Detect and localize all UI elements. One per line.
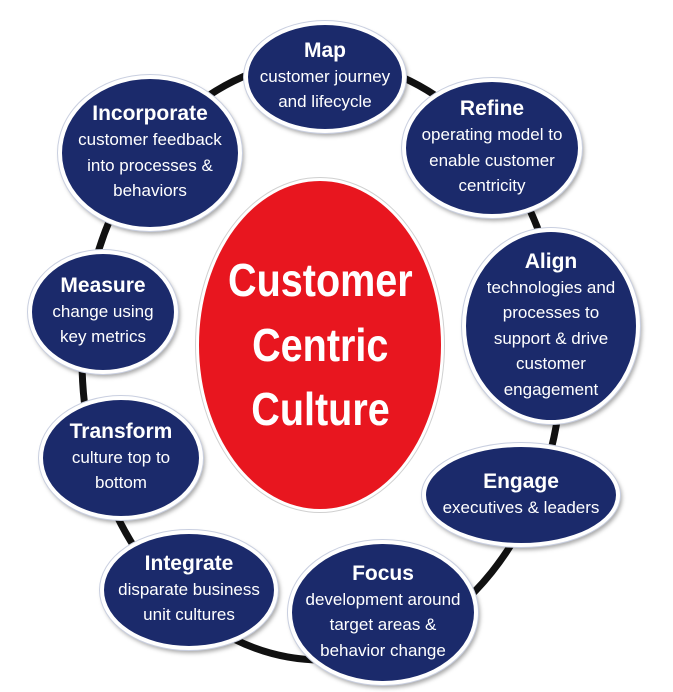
node-map-title: Map [304, 39, 346, 63]
node-transform-description: culture top to bottom [71, 447, 171, 493]
node-measure: Measure change using key metrics [28, 250, 178, 374]
node-map: Map customer journey and lifecycle [244, 21, 406, 133]
node-map-description: customer journey and lifecycle [259, 66, 391, 112]
node-transform: Transform culture top to bottom [39, 396, 203, 520]
center-line-2: Centric [251, 318, 389, 371]
center-core-circle: Customer Centric Culture [196, 178, 444, 512]
node-incorporate-description: customer feedback into processes & behav… [78, 130, 222, 201]
node-incorporate: Incorporate customer feedback into proce… [58, 75, 242, 231]
center-line-1: Customer [227, 254, 413, 307]
node-engage-description: executives & leaders [442, 497, 600, 517]
node-refine-description: operating model to enable customer centr… [421, 125, 563, 196]
node-incorporate-title: Incorporate [92, 102, 208, 126]
node-engage: Engage executives & leaders [422, 443, 620, 547]
node-focus-title: Focus [352, 561, 414, 585]
node-integrate: Integrate disparate business unit cultur… [100, 530, 278, 650]
node-integrate-title: Integrate [144, 552, 234, 576]
node-refine: Refine operating model to enable custome… [402, 78, 582, 218]
node-measure-description: change using key metrics [52, 301, 154, 347]
node-align-description: technologies and processes to support & … [486, 277, 616, 399]
node-integrate-description: disparate business unit cultures [118, 579, 260, 625]
node-refine-title: Refine [459, 97, 525, 121]
node-focus: Focus development around target areas & … [288, 540, 478, 685]
node-align: Align technologies and processes to supp… [462, 228, 640, 424]
node-measure-title: Measure [60, 274, 146, 298]
node-transform-title: Transform [69, 420, 173, 444]
center-line-3: Culture [250, 383, 390, 436]
node-align-title: Align [524, 249, 578, 273]
node-engage-title: Engage [483, 469, 559, 493]
node-focus-description: development around target areas & behavi… [305, 589, 461, 660]
